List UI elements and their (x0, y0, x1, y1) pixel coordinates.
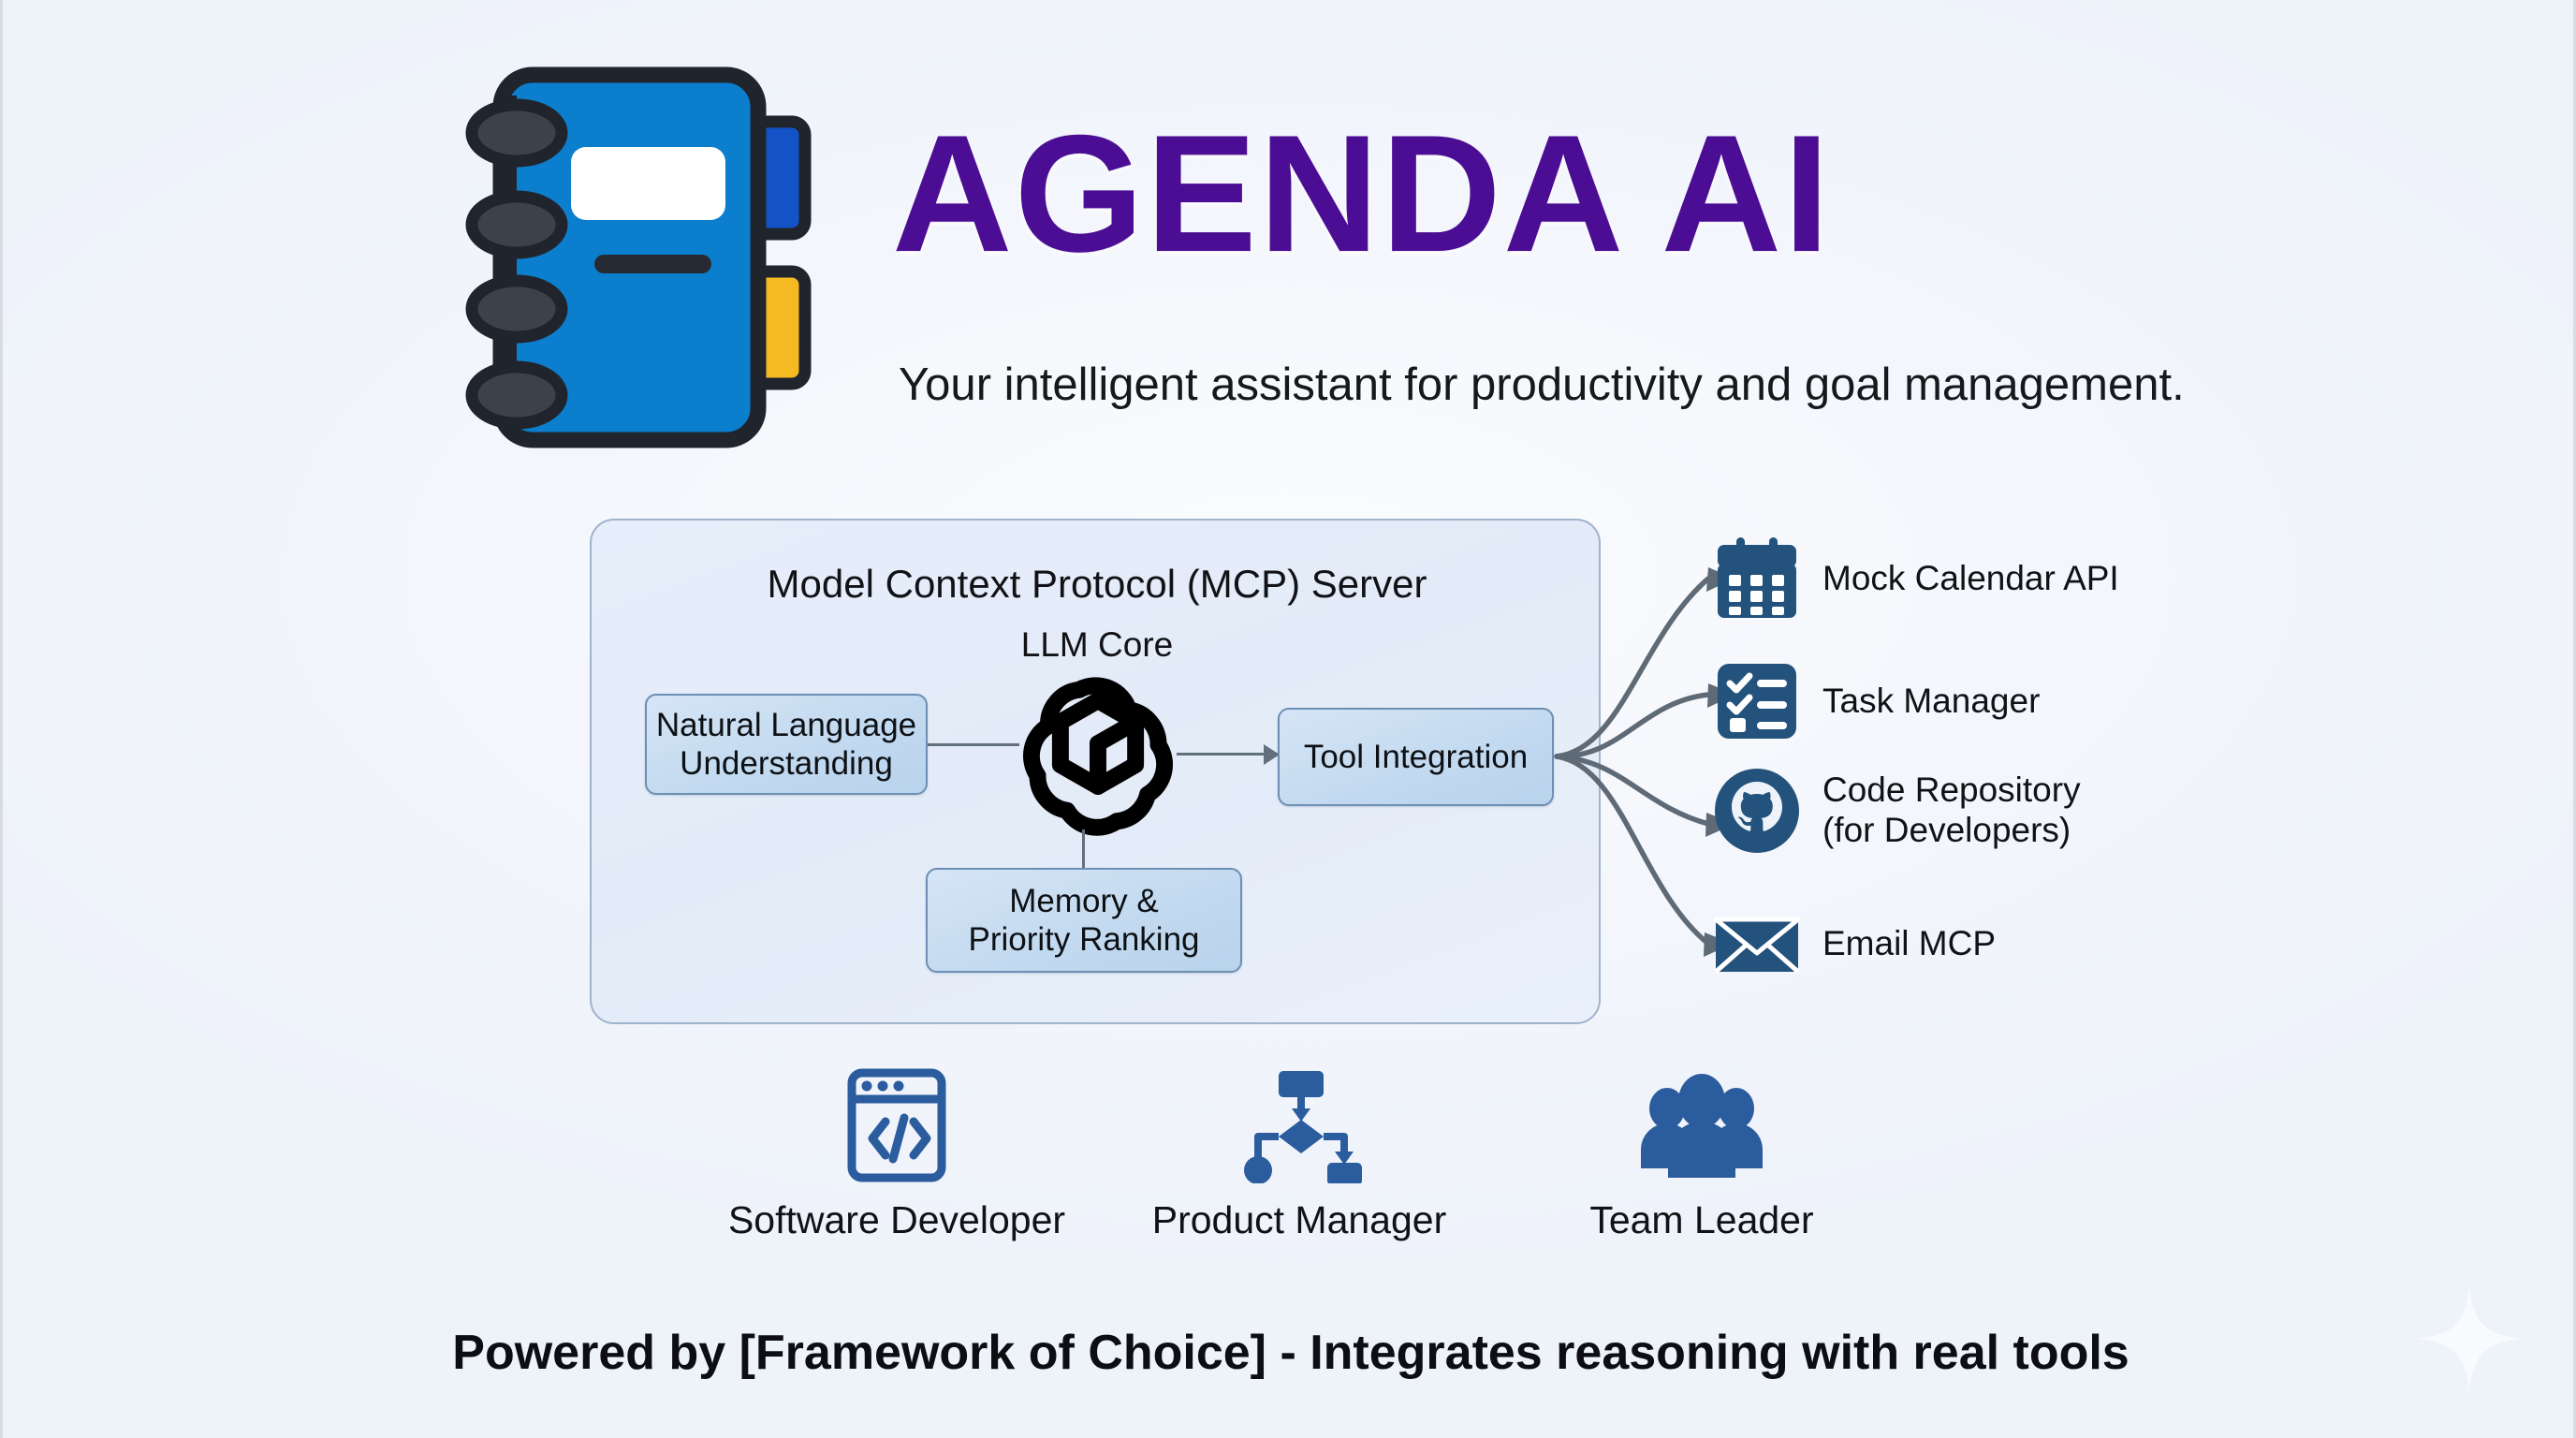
persona-label: Team Leader (1589, 1198, 1814, 1241)
page-title: AGENDA AI (892, 100, 1832, 286)
integration-arrows (1554, 567, 1735, 957)
connector-core-to-memory (1082, 829, 1085, 871)
node-label: Natural Language Understanding (655, 706, 917, 782)
node-natural-language-understanding[interactable]: Natural Language Understanding (645, 694, 928, 795)
openai-knot-icon (1023, 677, 1173, 836)
arrowhead-core-to-tool (1264, 744, 1280, 765)
notebook-icon (465, 66, 812, 448)
node-memory-priority-ranking[interactable]: Memory & Priority Ranking (926, 868, 1242, 973)
integration-label: Email MCP (1822, 923, 1997, 962)
flowchart-icon (1244, 1071, 1362, 1183)
people-group-icon (1641, 1074, 1763, 1178)
node-label: Tool Integration (1303, 738, 1529, 775)
persona-label: Software Developer (727, 1198, 1066, 1241)
integration-label: Task Manager (1822, 681, 2041, 720)
brand-tagline: Your intelligent assistant for productiv… (899, 360, 2185, 410)
llm-core-label: LLM Core (1020, 625, 1174, 664)
connector-core-to-tool (1177, 753, 1278, 756)
mcp-server-panel: Model Context Protocol (MCP) Server LLM … (590, 519, 1601, 1024)
connector-nlu-to-core (928, 743, 1019, 746)
personas-list: Software Developer Product Manager (695, 1067, 1903, 1283)
header: AGENDA AI Your intelligent assistant for… (3, 0, 2573, 468)
footer-text: Powered by [Framework of Choice] - Integ… (452, 1326, 2130, 1380)
envelope-icon (1713, 917, 1801, 974)
integration-label: Mock Calendar API (1822, 558, 2119, 597)
github-icon (1715, 769, 1799, 853)
persona-label: Product Manager (1151, 1198, 1447, 1241)
checklist-icon (1718, 664, 1796, 739)
integration-item-code-repository[interactable]: Code Repository (for Developers) (1712, 766, 2081, 856)
persona-product-manager[interactable]: Product Manager (1098, 1067, 1500, 1242)
persona-team-leader[interactable]: Team Leader (1500, 1067, 1903, 1242)
persona-software-developer[interactable]: Software Developer (695, 1067, 1098, 1242)
integration-item-email-mcp[interactable]: Email MCP (1712, 899, 1996, 989)
integration-label: Code Repository (for Developers) (1822, 770, 2081, 849)
code-window-icon (847, 1068, 946, 1182)
integration-item-task-manager[interactable]: Task Manager (1712, 656, 2040, 746)
node-tool-integration[interactable]: Tool Integration (1278, 708, 1554, 806)
calendar-icon (1718, 537, 1796, 618)
integration-item-mock-calendar-api[interactable]: Mock Calendar API (1712, 534, 2119, 624)
node-label: Memory & Priority Ranking (968, 882, 1200, 958)
mcp-panel-title: Model Context Protocol (MCP) Server (767, 562, 1427, 606)
